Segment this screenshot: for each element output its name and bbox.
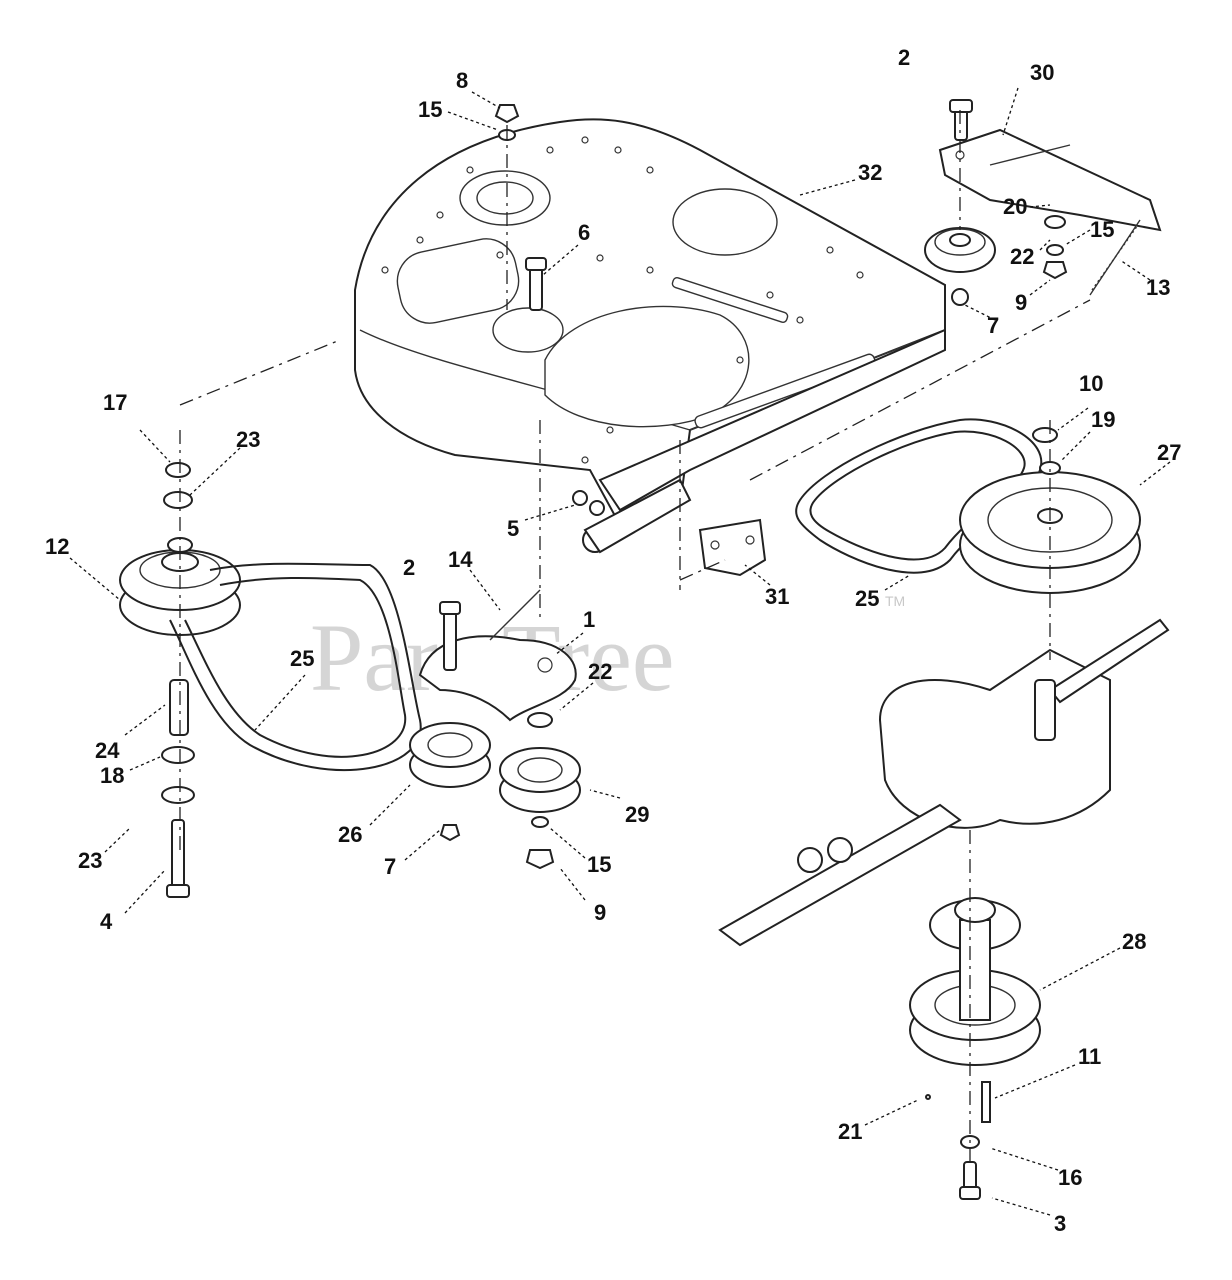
callout-2: 2	[403, 555, 415, 580]
callout-12: 12	[45, 534, 69, 559]
callout-18: 18	[100, 763, 124, 788]
washer-23-bottom	[161, 786, 195, 804]
spring-14	[489, 589, 541, 641]
centerline-belt-right	[749, 299, 1091, 481]
callout-16: 16	[1058, 1165, 1082, 1190]
idler-pulley-26	[409, 722, 491, 788]
nut-5b	[589, 500, 605, 516]
callout-22: 22	[1010, 244, 1034, 269]
transaxle	[718, 618, 1170, 947]
callout-6: 6	[578, 220, 590, 245]
nut-9-right	[1042, 261, 1068, 280]
callout-15: 15	[587, 852, 611, 877]
centerline-left-top	[179, 339, 341, 406]
callout-3: 3	[1054, 1211, 1066, 1236]
callout-23: 23	[236, 427, 260, 452]
washer-17	[165, 462, 191, 478]
callout-1: 1	[583, 607, 595, 632]
callout-30: 30	[1030, 60, 1054, 85]
callout-24: 24	[95, 738, 120, 763]
nut-5a	[572, 490, 588, 506]
callout-7: 7	[384, 854, 396, 879]
lock-washer-15-center	[531, 816, 549, 828]
key-11	[981, 1081, 991, 1123]
callout-27: 27	[1157, 440, 1181, 465]
callout-21: 21	[838, 1119, 862, 1144]
callout-20: 20	[1003, 194, 1027, 219]
bolt-4	[166, 819, 190, 898]
callout-9: 9	[1015, 290, 1027, 315]
bolt-3	[959, 1161, 981, 1200]
deck-plate	[354, 118, 946, 527]
callout-11: 11	[1078, 1044, 1101, 1069]
washer-22-right	[1044, 215, 1066, 229]
callout-2: 2	[898, 45, 910, 70]
deck-frame-bar	[582, 328, 946, 554]
callout-15: 15	[418, 97, 442, 122]
callout-23: 23	[78, 848, 102, 873]
callout-5: 5	[507, 516, 519, 541]
callout-25: 25	[855, 586, 879, 611]
callout-4: 4	[100, 909, 113, 934]
callout-31: 31	[765, 584, 789, 609]
callout-22: 22	[588, 659, 612, 684]
idler-pulley-right	[924, 227, 996, 306]
pin-21	[925, 1094, 931, 1100]
callout-7: 7	[987, 313, 999, 338]
drive-belt-25-left	[169, 562, 422, 772]
lock-washer-15-right	[1046, 244, 1064, 256]
callout-29: 29	[625, 802, 649, 827]
callout-8: 8	[456, 68, 468, 93]
nut-7-center	[439, 824, 461, 842]
callout-26: 26	[338, 822, 362, 847]
watermark-trademark: TM	[885, 593, 905, 609]
pulley-28	[909, 897, 1041, 1066]
callout-10: 10	[1079, 371, 1103, 396]
spacer-24	[169, 679, 189, 736]
callout-32: 32	[858, 160, 882, 185]
bolt-6	[525, 257, 547, 311]
idler-pulley-29	[499, 712, 581, 813]
callout-17: 17	[103, 390, 127, 415]
nut-9-center	[525, 849, 555, 870]
spring-13	[1089, 219, 1141, 296]
washer-18	[161, 746, 195, 764]
callout-14: 14	[448, 547, 473, 572]
idler-bracket-1	[418, 635, 577, 722]
nut-10	[1032, 427, 1058, 443]
callout-15: 15	[1090, 217, 1114, 242]
callout-13: 13	[1146, 275, 1170, 300]
callout-19: 19	[1091, 407, 1115, 432]
centerline-bracket-b	[679, 559, 726, 581]
leader-lines	[69, 87, 1171, 1216]
washer-23-top	[163, 491, 193, 509]
washer-19	[1039, 461, 1061, 475]
bolt-2-center	[439, 601, 461, 671]
callout-9: 9	[594, 900, 606, 925]
bracket-31	[698, 518, 767, 577]
callout-28: 28	[1122, 929, 1146, 954]
idler-arm-30	[938, 99, 1162, 232]
nut-8	[494, 104, 520, 124]
callout-25: 25	[290, 646, 314, 671]
